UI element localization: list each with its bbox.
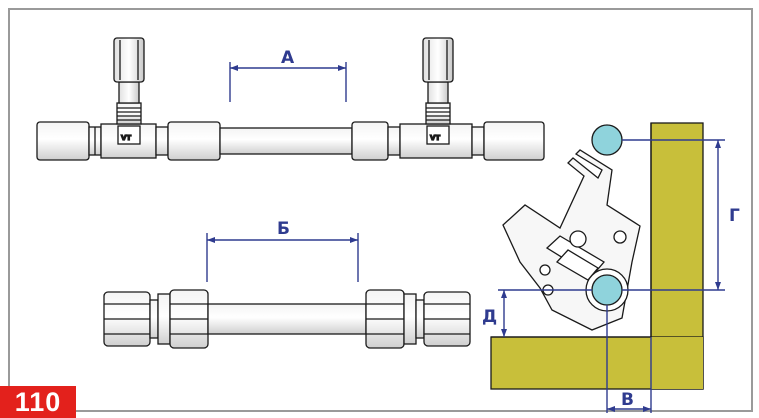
dimension-v (606, 305, 652, 413)
press-tool-jaw (502, 149, 641, 331)
dimension-v-label: В (621, 390, 634, 410)
dimension-d-label: Д (482, 307, 497, 327)
dimension-a (229, 62, 347, 102)
press-tee-assembly: VT VT (36, 37, 545, 161)
diagram-frame (8, 8, 753, 412)
figure-number-badge: 110 (0, 386, 76, 418)
vt-marking-right: VT (430, 134, 440, 142)
dimension-b (206, 233, 359, 282)
pipe-section-top (591, 124, 623, 156)
dimension-a-label: А (281, 48, 295, 68)
dimension-d (498, 289, 592, 337)
dimension-g-label: Г (729, 206, 740, 226)
dimension-g (622, 139, 725, 291)
compression-fitting-assembly (103, 289, 471, 349)
dimension-b-label: Б (277, 219, 290, 239)
vt-marking-left: VT (121, 134, 131, 142)
pipe-section-bottom (591, 274, 623, 306)
wall-corner (490, 122, 704, 390)
